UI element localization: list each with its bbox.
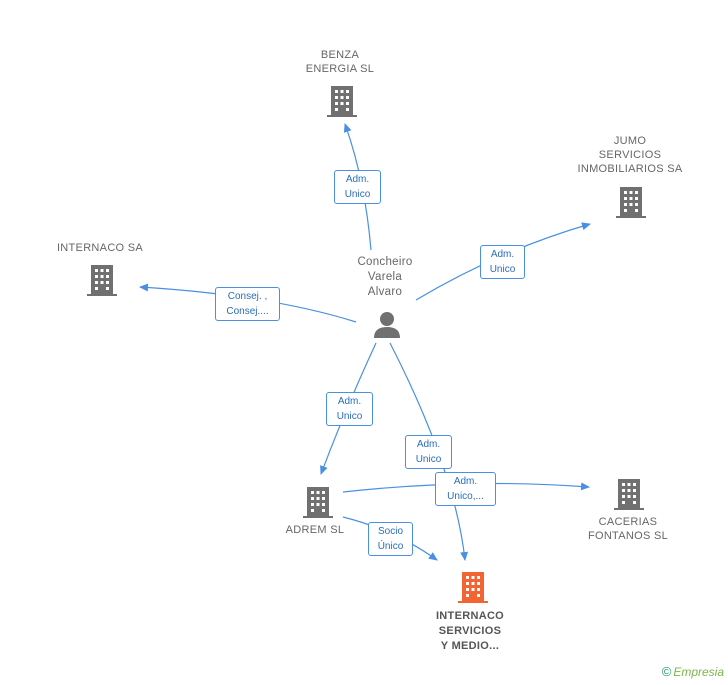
node-cacerias-fontanos[interactable]: CACERIAS FONTANOS SL — [570, 515, 686, 543]
brand-footer: ©Empresia — [662, 664, 724, 679]
node-label: CACERIAS FONTANOS SL — [587, 516, 669, 542]
edge-label-adrem-internaco-servicios[interactable]: Socio Único — [368, 522, 413, 556]
brand-logo: Empresia — [673, 665, 724, 679]
node-adrem-sl[interactable]: ADREM SL — [265, 523, 365, 537]
edge-label-jumo[interactable]: Adm. Unico — [480, 245, 525, 279]
copyright-symbol: © — [661, 664, 672, 679]
node-jumo-servicios[interactable]: JUMO SERVICIOS INMOBILIARIOS SA — [560, 134, 700, 176]
edge-label-benza[interactable]: Adm. Unico — [334, 170, 381, 204]
building-icon — [303, 487, 333, 518]
node-label: INTERNACO SA — [56, 242, 144, 254]
node-label: Concheiro Varela Alvaro — [357, 256, 413, 298]
person-icon — [374, 312, 400, 338]
edge-label-adrem[interactable]: Adm. Unico — [326, 392, 373, 426]
node-label: JUMO SERVICIOS INMOBILIARIOS SA — [577, 135, 683, 175]
edge-label-internaco-servicios[interactable]: Adm. Unico — [405, 435, 452, 469]
node-label: ADREM SL — [285, 524, 345, 536]
building-icon — [616, 187, 646, 218]
building-icon — [614, 479, 644, 510]
building-icon-highlight — [458, 572, 488, 603]
node-internaco-sa[interactable]: INTERNACO SA — [40, 241, 160, 255]
node-benza-energia[interactable]: BENZA ENERGIA SL — [290, 48, 390, 76]
node-label: INTERNACO SERVICIOS Y MEDIO... — [435, 610, 505, 652]
building-icon — [87, 265, 117, 296]
node-label: BENZA ENERGIA SL — [305, 49, 375, 75]
node-person-concheiro[interactable]: Concheiro Varela Alvaro — [335, 255, 435, 300]
edge-label-adrem-cacerias[interactable]: Adm. Unico,... — [435, 472, 496, 506]
edge-label-internaco-sa[interactable]: Consej. , Consej.... — [215, 287, 280, 321]
node-internaco-servicios[interactable]: INTERNACO SERVICIOS Y MEDIO... — [410, 609, 530, 654]
building-icon — [327, 84, 357, 117]
